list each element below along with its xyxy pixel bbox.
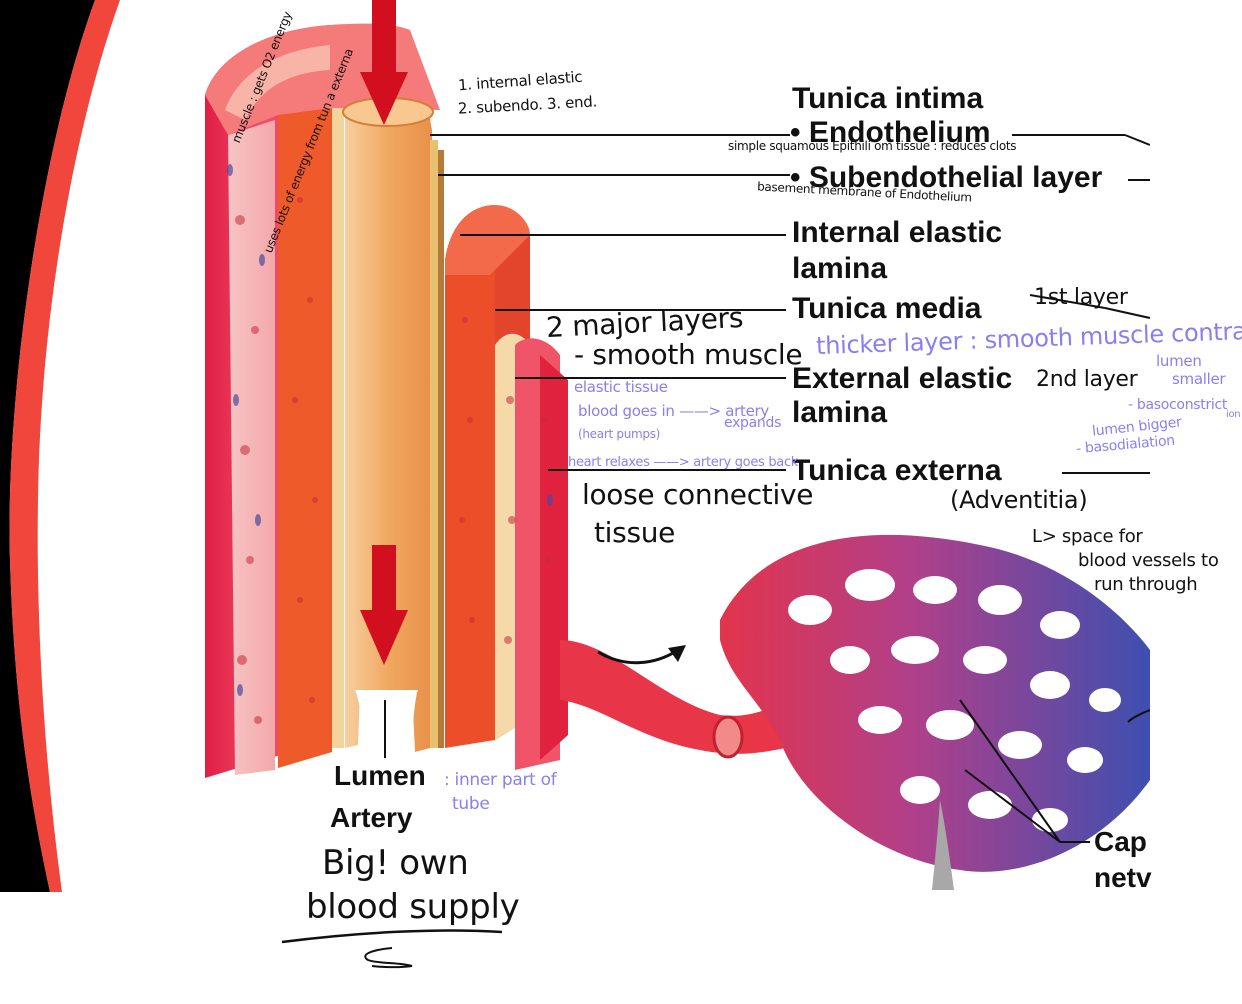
note-blood-in-2: (heart pumps) (578, 427, 661, 441)
note-loose-2: tissue (594, 516, 676, 549)
note-expands: expands (724, 415, 782, 431)
note-elastic-tissue: elastic tissue (574, 378, 668, 396)
note-vasoconstriction-end: ion (1226, 409, 1241, 420)
note-inner-1: : inner part of (444, 770, 557, 790)
note-heart-relaxes: heart relaxes ——> artery goes back (568, 455, 799, 470)
label-tunica-media: Tunica media (792, 292, 982, 325)
note-major-layers-2: - smooth muscle (574, 338, 803, 371)
note-own-supply-2: blood supply (306, 887, 520, 927)
note-lumen-smaller-2: smaller (1172, 370, 1226, 388)
flow-curve-arrow (597, 648, 679, 665)
note-endothelium: simple squamous Epithili om tissue : red… (728, 139, 1017, 153)
arteriole-branch (560, 640, 825, 754)
label-artery: Artery (330, 802, 413, 833)
tunica-intima-tube (345, 97, 432, 753)
media-top (445, 205, 530, 275)
note-space-2: blood vessels to (1078, 550, 1219, 571)
media-block (445, 205, 495, 748)
note-first-layer: 1st layer (1034, 285, 1128, 310)
label-internal-elastic-2: lamina (792, 252, 888, 285)
label-internal-elastic-1: Internal elastic (792, 216, 1003, 249)
note-lumen-smaller-1: lumen (1156, 352, 1202, 370)
label-capillary-2: netv (1094, 862, 1152, 893)
label-subendothelial-layer: • Subendothelial layer (790, 161, 1103, 194)
label-capillary-1: Cap (1094, 826, 1147, 857)
externa-connective-left (228, 120, 275, 775)
label-lumen: Lumen (334, 760, 426, 791)
label-external-elastic-2: lamina (792, 396, 888, 429)
note-second-layer: 2nd layer (1036, 367, 1138, 392)
media-muscle-left (278, 108, 332, 768)
note-vasoconstriction: - basoconstrict (1128, 397, 1228, 413)
red-border-arc (9, 0, 121, 892)
note-own-supply-1: Big! own (322, 843, 469, 883)
gray-vessel (932, 800, 954, 890)
black-border-arc (0, 0, 95, 892)
underline-stroke (281, 929, 503, 944)
label-tunica-externa: Tunica externa (792, 454, 1002, 487)
flow-arrow-bottom (360, 545, 408, 665)
lamina-left (332, 108, 344, 748)
tissue-texture (235, 197, 551, 724)
note-inner-2: tube (452, 794, 490, 814)
label-tunica-intima: Tunica intima (792, 82, 984, 115)
flow-arrow-top (360, 0, 408, 125)
note-blood-in-1: blood goes in ——> artery (578, 402, 769, 420)
note-space-1: L> space for (1032, 526, 1143, 547)
label-external-elastic-1: External elastic (792, 362, 1013, 395)
leader-lines (384, 134, 1151, 758)
note-space-3: run through (1094, 574, 1198, 595)
note-adventitia: (Adventitia) (950, 486, 1088, 514)
label-endothelium: • Endothelium (790, 116, 991, 149)
note-loose-1: loose connective (582, 478, 814, 511)
capillary-holes (788, 569, 1121, 832)
lumen-opening (355, 690, 418, 760)
